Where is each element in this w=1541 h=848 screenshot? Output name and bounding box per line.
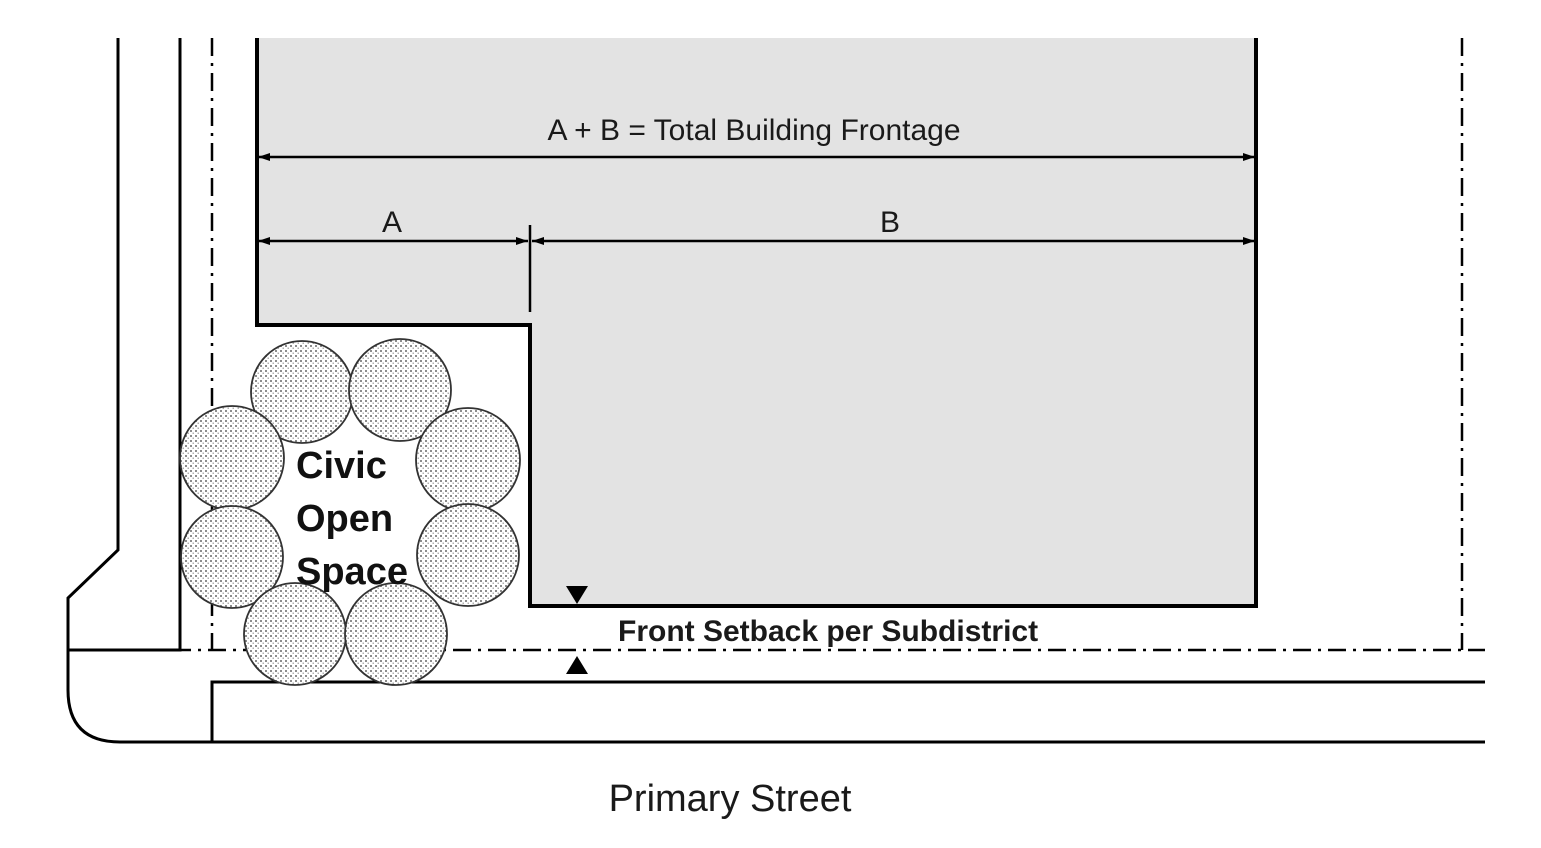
front-setback-arrows — [566, 586, 588, 674]
tree-canopy — [415, 407, 521, 513]
tree-canopy — [179, 405, 285, 511]
civic-open-space-trees — [179, 338, 521, 686]
tree-canopy — [348, 338, 452, 442]
primary-street-label: Primary Street — [609, 778, 852, 820]
tree-canopy — [416, 503, 520, 607]
tree-canopy — [243, 582, 347, 686]
civic-open-space-label-line3: Space — [296, 551, 408, 593]
setback-arrow-up — [566, 656, 588, 674]
segment-a-label: A — [382, 206, 402, 239]
total-frontage-label: A + B = Total Building Frontage — [547, 114, 960, 147]
segment-b-label: B — [880, 206, 900, 239]
building-footprint — [255, 38, 1258, 608]
civic-open-space-label-line2: Open — [296, 498, 393, 540]
civic-open-space-label-line1: Civic — [296, 445, 387, 487]
front-setback-label: Front Setback per Subdistrict — [618, 615, 1038, 648]
frontage-dimensions — [258, 153, 1255, 312]
tree-canopy — [180, 505, 284, 609]
setback-arrow-down — [566, 586, 588, 604]
tree-canopy — [344, 582, 448, 686]
